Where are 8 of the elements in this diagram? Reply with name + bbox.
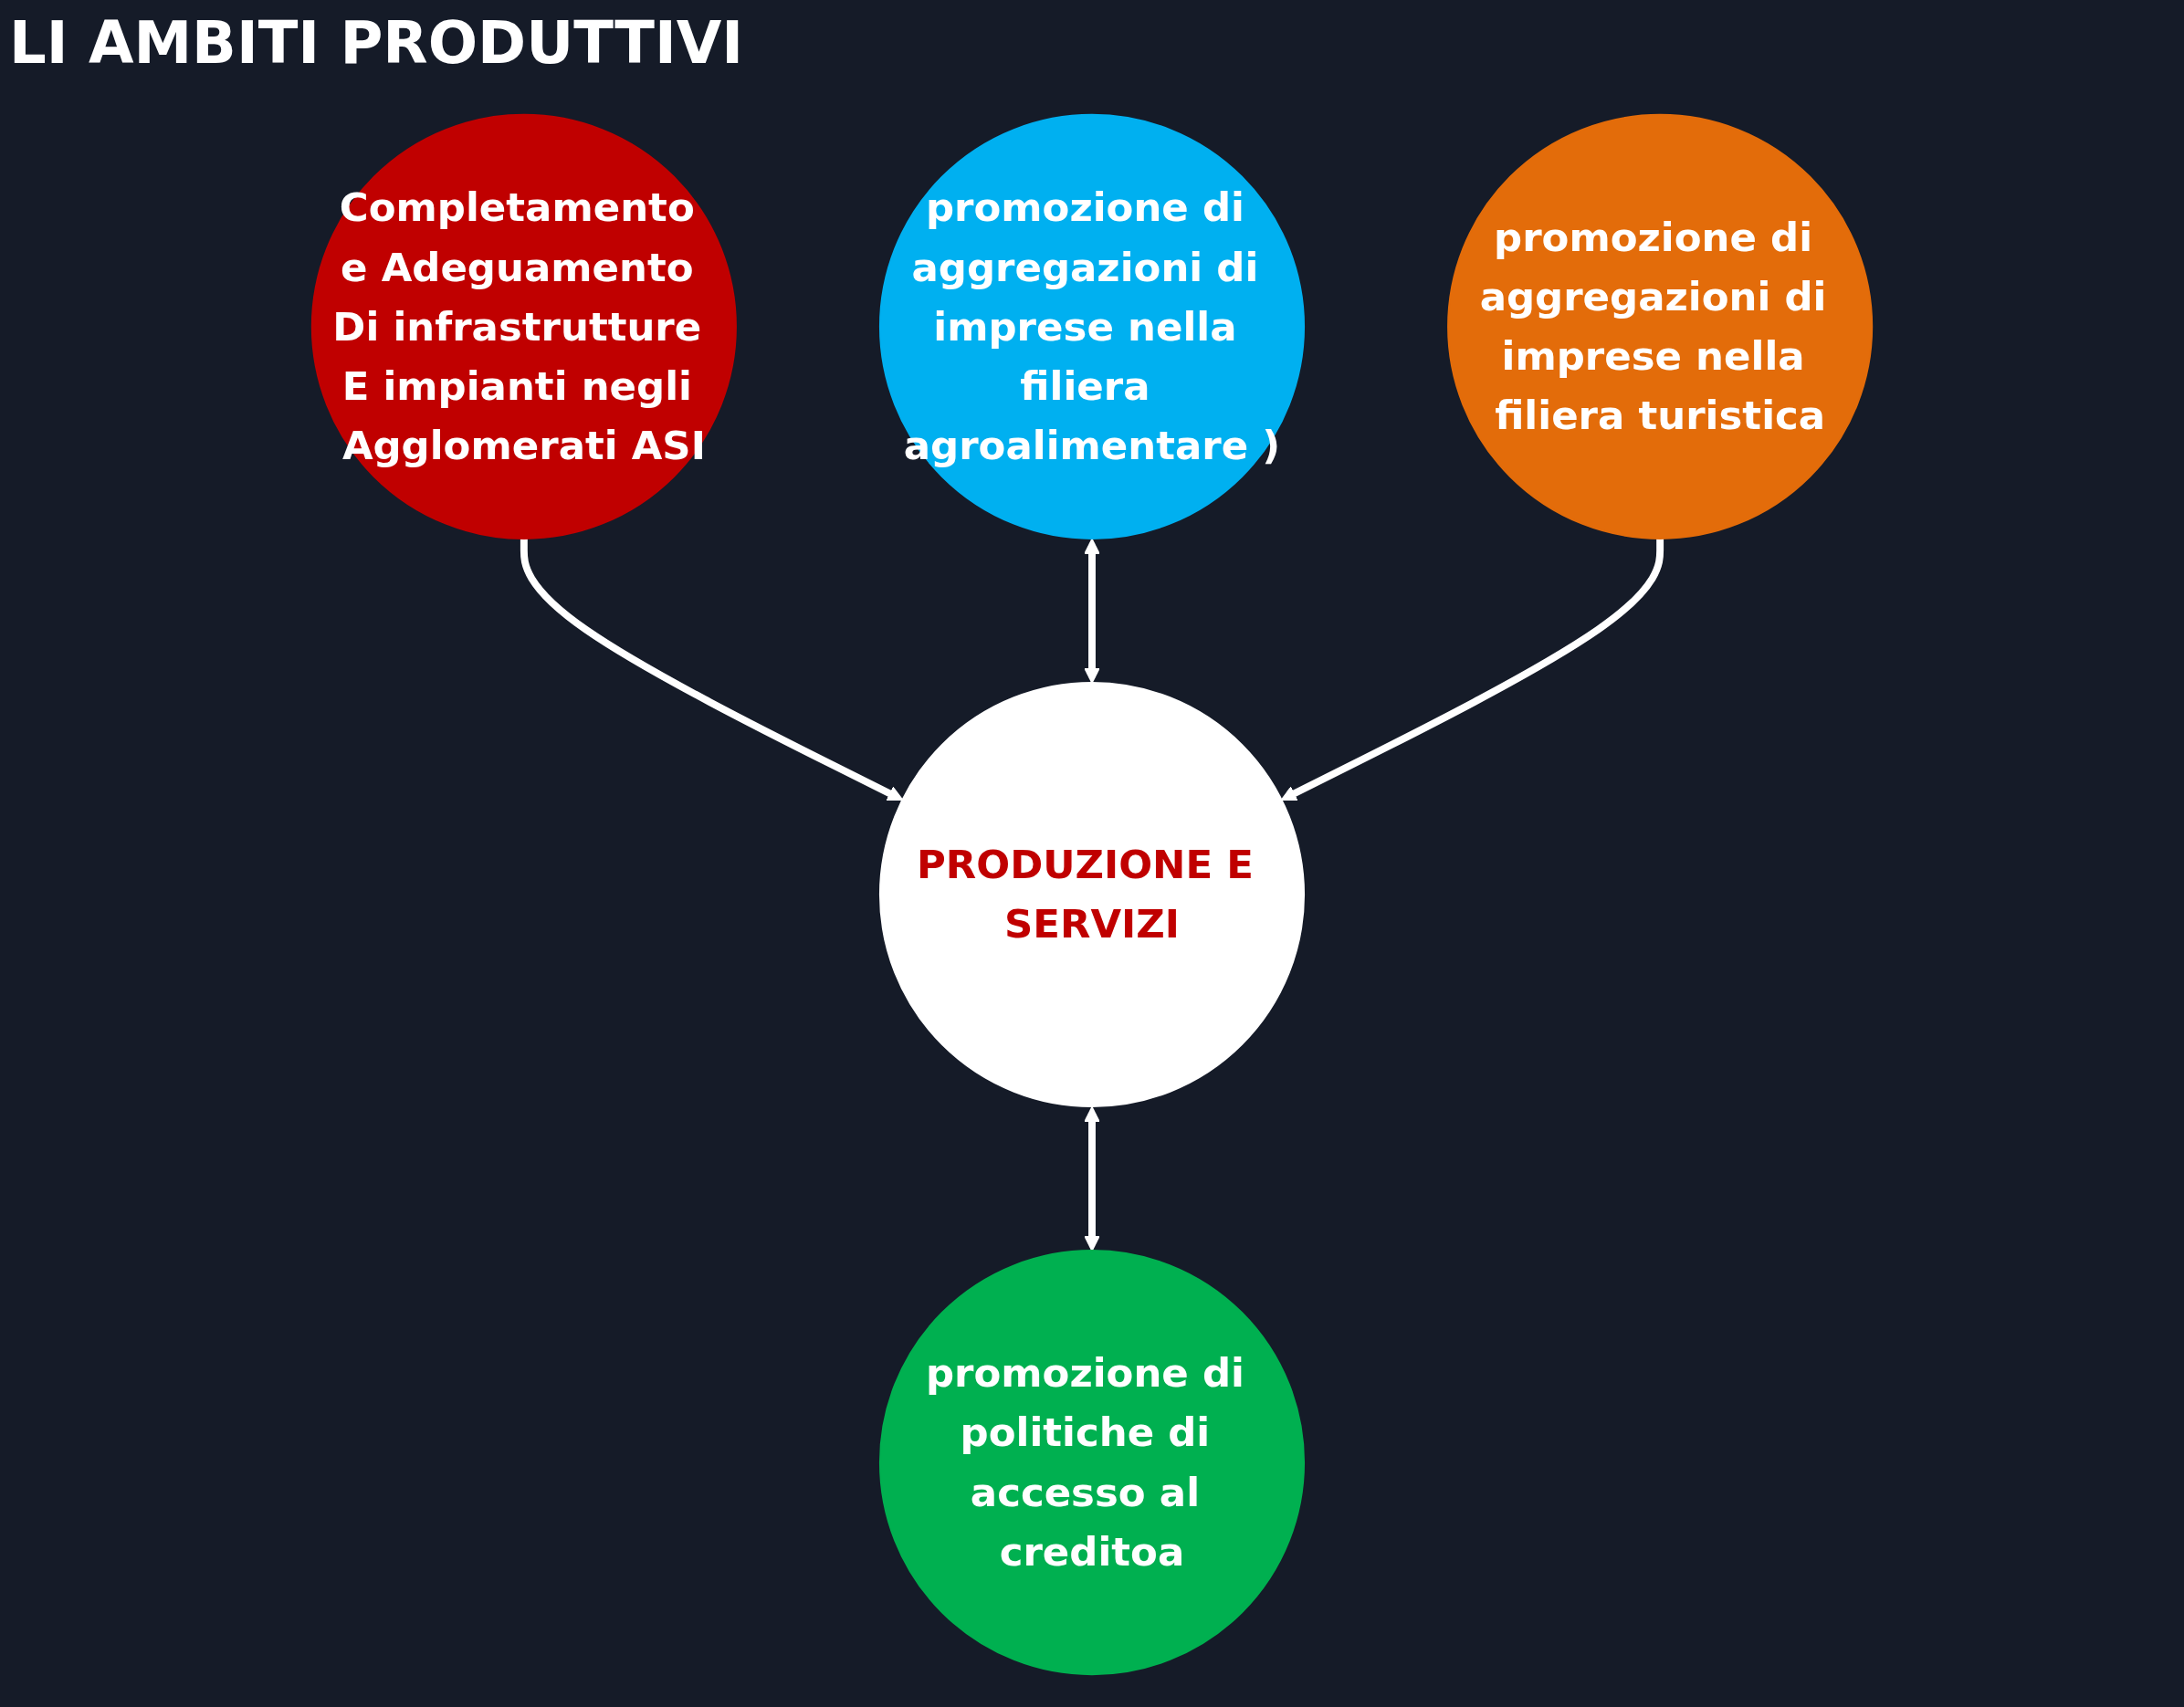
arrow xyxy=(520,538,904,801)
arrow xyxy=(1084,538,1100,684)
title: LI AMBITI PRODUTTIVI xyxy=(9,9,744,77)
arrow xyxy=(1280,538,1664,801)
arrow xyxy=(1084,1106,1100,1251)
node-circle: promozione di aggregazioni di imprese nella filiera turistica xyxy=(1447,113,1874,539)
node-circle: promozione di politiche di accesso al creditoa xyxy=(878,1250,1306,1676)
node-circle: PRODUZIONE E SERVIZI xyxy=(878,681,1306,1108)
